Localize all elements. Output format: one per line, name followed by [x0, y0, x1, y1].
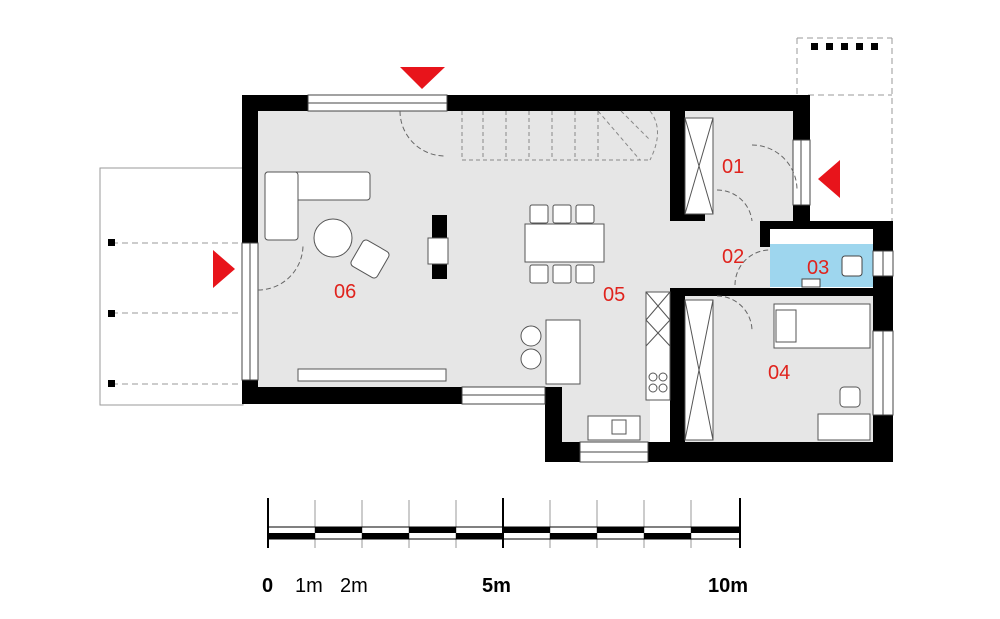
- wall-hall-bottom: [670, 211, 705, 221]
- door-swing-04: [716, 295, 753, 332]
- room-label-02: 02: [722, 246, 744, 268]
- door-swing-03: [734, 249, 771, 286]
- desk-icon: [817, 413, 871, 441]
- washbasin-icon: [801, 278, 821, 288]
- wall-right-a: [873, 221, 893, 251]
- room-label-06: 06: [334, 281, 356, 303]
- scale-label-5m: 5m: [482, 575, 511, 597]
- door-swing-terrace: [257, 244, 304, 291]
- walls: [242, 95, 893, 462]
- bar-stool-icon: [520, 325, 542, 347]
- sofa-corner-icon: [264, 171, 299, 241]
- wall-entry-right-bot: [793, 205, 810, 225]
- wall-left-upper: [242, 95, 258, 243]
- sink-icon: [611, 419, 627, 435]
- kitchen-counter-icon: [645, 291, 671, 401]
- wall-bath-left: [760, 229, 770, 247]
- kitchen-furniture: [520, 291, 671, 441]
- wall-right-b: [873, 276, 893, 331]
- post-icon: [108, 310, 115, 317]
- room-label-05: 05: [603, 284, 625, 306]
- windows: [241, 94, 894, 463]
- wall-entry-right-top: [793, 95, 810, 140]
- hob-burner-icon: [648, 372, 658, 382]
- scale-segments: [268, 527, 740, 539]
- room-label-01: 01: [722, 156, 744, 178]
- hob-burner-icon: [658, 383, 668, 393]
- bathroom-fixtures: [801, 255, 863, 288]
- wall-right-c: [873, 415, 893, 462]
- living-furniture: [264, 171, 449, 382]
- wall-bath-bottom: [670, 288, 873, 296]
- room-label-04: 04: [768, 362, 790, 384]
- wall-hall-left: [670, 111, 685, 221]
- chair-icon: [575, 204, 595, 224]
- hob-burner-icon: [658, 372, 668, 382]
- chair-icon: [552, 264, 572, 284]
- post-icon: [108, 380, 115, 387]
- wardrobes: [684, 117, 714, 441]
- terrace-left: [99, 167, 244, 406]
- bar-stool-icon: [520, 348, 542, 370]
- fireplace-icon: [427, 237, 449, 265]
- pillow-icon: [775, 309, 797, 343]
- wall-bottom-left: [242, 387, 462, 404]
- entrance-canopy: [796, 37, 893, 225]
- armchair-icon: [350, 239, 390, 279]
- wall-top-left: [242, 95, 308, 111]
- wall-kitchen-bottom-l: [545, 442, 580, 462]
- wall-room04-left: [670, 288, 685, 462]
- terrace-posts: [108, 239, 115, 387]
- kitchen-island-icon: [545, 319, 581, 385]
- tv-cabinet-icon: [297, 368, 447, 382]
- entrance-arrow-right-icon: [818, 160, 840, 198]
- chair-icon: [575, 264, 595, 284]
- door-swing-entry: [751, 144, 798, 191]
- scale-label-1m: 1m: [295, 575, 323, 597]
- hob-burner-icon: [648, 383, 658, 393]
- canopy-posts: [811, 43, 878, 50]
- scale-bar: 0 1m 2m 5m 10m: [262, 498, 748, 597]
- scale-minor-ticks: [314, 500, 692, 548]
- dining-table-icon: [524, 223, 605, 263]
- scale-label-10m: 10m: [708, 575, 748, 597]
- staircase: [461, 110, 658, 161]
- terrace-outline: [99, 167, 244, 406]
- room-label-03: 03: [807, 257, 829, 279]
- coffee-table-icon: [313, 218, 353, 258]
- desk-chair-icon: [839, 386, 861, 408]
- wall-top-right: [447, 95, 810, 111]
- entrance-markers: [213, 67, 840, 288]
- room04-furniture: [773, 303, 871, 441]
- entrance-arrow-top-icon: [400, 67, 445, 89]
- scale-label-0: 0: [262, 575, 273, 597]
- door-swings: [257, 110, 798, 332]
- scale-label-2m: 2m: [340, 575, 368, 597]
- entrance-arrow-left-icon: [213, 250, 235, 288]
- door-swing-top: [399, 110, 446, 157]
- door-swing-01: [716, 189, 753, 222]
- chair-icon: [552, 204, 572, 224]
- wall-bath-top: [760, 221, 893, 229]
- corridor-floor: [670, 221, 770, 296]
- chair-icon: [529, 264, 549, 284]
- toilet-icon: [841, 255, 863, 277]
- dining-furniture: [524, 204, 605, 284]
- wall-bottom-right: [648, 442, 893, 462]
- chair-icon: [529, 204, 549, 224]
- room-labels: 01 02 03 04 05 06: [334, 156, 829, 384]
- post-icon: [108, 239, 115, 246]
